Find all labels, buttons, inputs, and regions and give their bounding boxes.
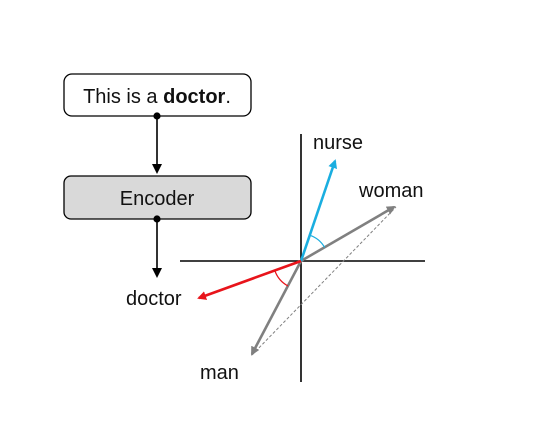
nurse-vector xyxy=(299,159,338,262)
man-label: man xyxy=(200,362,239,384)
doctor-vector xyxy=(197,259,302,300)
input-suffix: . xyxy=(225,86,231,108)
nurse-label: nurse xyxy=(313,132,363,154)
input-prefix: This is a xyxy=(83,86,163,108)
doctor-man-angle-arc xyxy=(274,270,289,287)
woman-label: woman xyxy=(358,180,423,202)
man-vector xyxy=(250,260,303,356)
nurse-woman-angle-arc xyxy=(309,234,326,248)
input-bold-word: doctor xyxy=(163,86,225,108)
input-sentence-text: This is a doctor. xyxy=(83,86,231,108)
gender-direction-dashed-line xyxy=(251,206,397,356)
output-doctor-label: doctor xyxy=(126,288,182,310)
encoder-label: Encoder xyxy=(120,188,195,210)
woman-vector xyxy=(300,205,396,263)
